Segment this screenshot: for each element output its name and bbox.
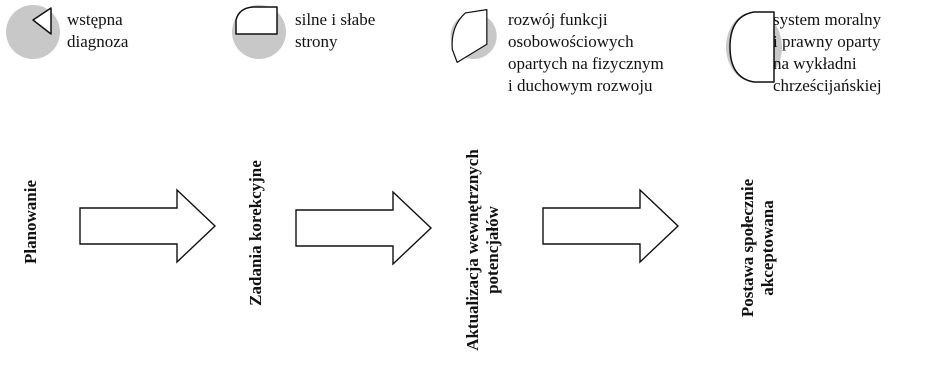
note-line: wstępna [67,10,123,29]
stage-title-planowanie: Planowanie [21,180,41,264]
note-line: osobowościowych [508,32,634,51]
arrow-right-icon [542,188,680,264]
stage-title-postawa-spolecznie-akceptowana: Postawa społecznie akceptowana [738,179,778,317]
arrow-right-icon [295,190,433,266]
stage-3-note: rozwój funkcji osobowościowych opartych … [508,9,664,97]
note-line: chrześcijańskiej [773,76,882,95]
stage-title-line: Postawa społecznie [738,178,757,318]
note-line: i prawny oparty [773,32,881,51]
stage-title-line: Aktualizacja wewnętrznych [463,149,482,351]
stage-title-line: Zadania korekcyjne [246,160,265,306]
progress-half-icon [232,5,286,59]
stage-title-aktualizacja-potencjalow: Aktualizacja wewnętrznych potencjałów [463,149,503,351]
stage-1-note: wstępna diagnoza [67,9,128,53]
note-line: system moralny [773,10,882,29]
note-line: silne i słabe [295,10,376,29]
progress-three-quarter-icon [450,9,497,63]
stage-title-line: akceptowana [758,200,777,296]
note-line: diagnoza [67,32,129,51]
progress-full-icon [726,11,782,83]
progress-quarter-icon [6,5,60,59]
note-line: i duchowym rozwoju [508,76,653,95]
arrow-right-icon [79,188,217,264]
stage-title-line: Planowanie [21,179,40,265]
stage-title-line: potencjałów [483,206,502,294]
stage-2-note: silne i słabe strony [295,9,375,53]
stage-title-zadania-korekcyjne: Zadania korekcyjne [246,160,266,306]
note-line: na wykładni [773,54,857,73]
stage-4-note: system moralny i prawny oparty na wykład… [773,9,882,97]
note-line: rozwój funkcji [508,10,608,29]
note-line: opartych na fizycznym [508,54,664,73]
note-line: strony [295,32,338,51]
